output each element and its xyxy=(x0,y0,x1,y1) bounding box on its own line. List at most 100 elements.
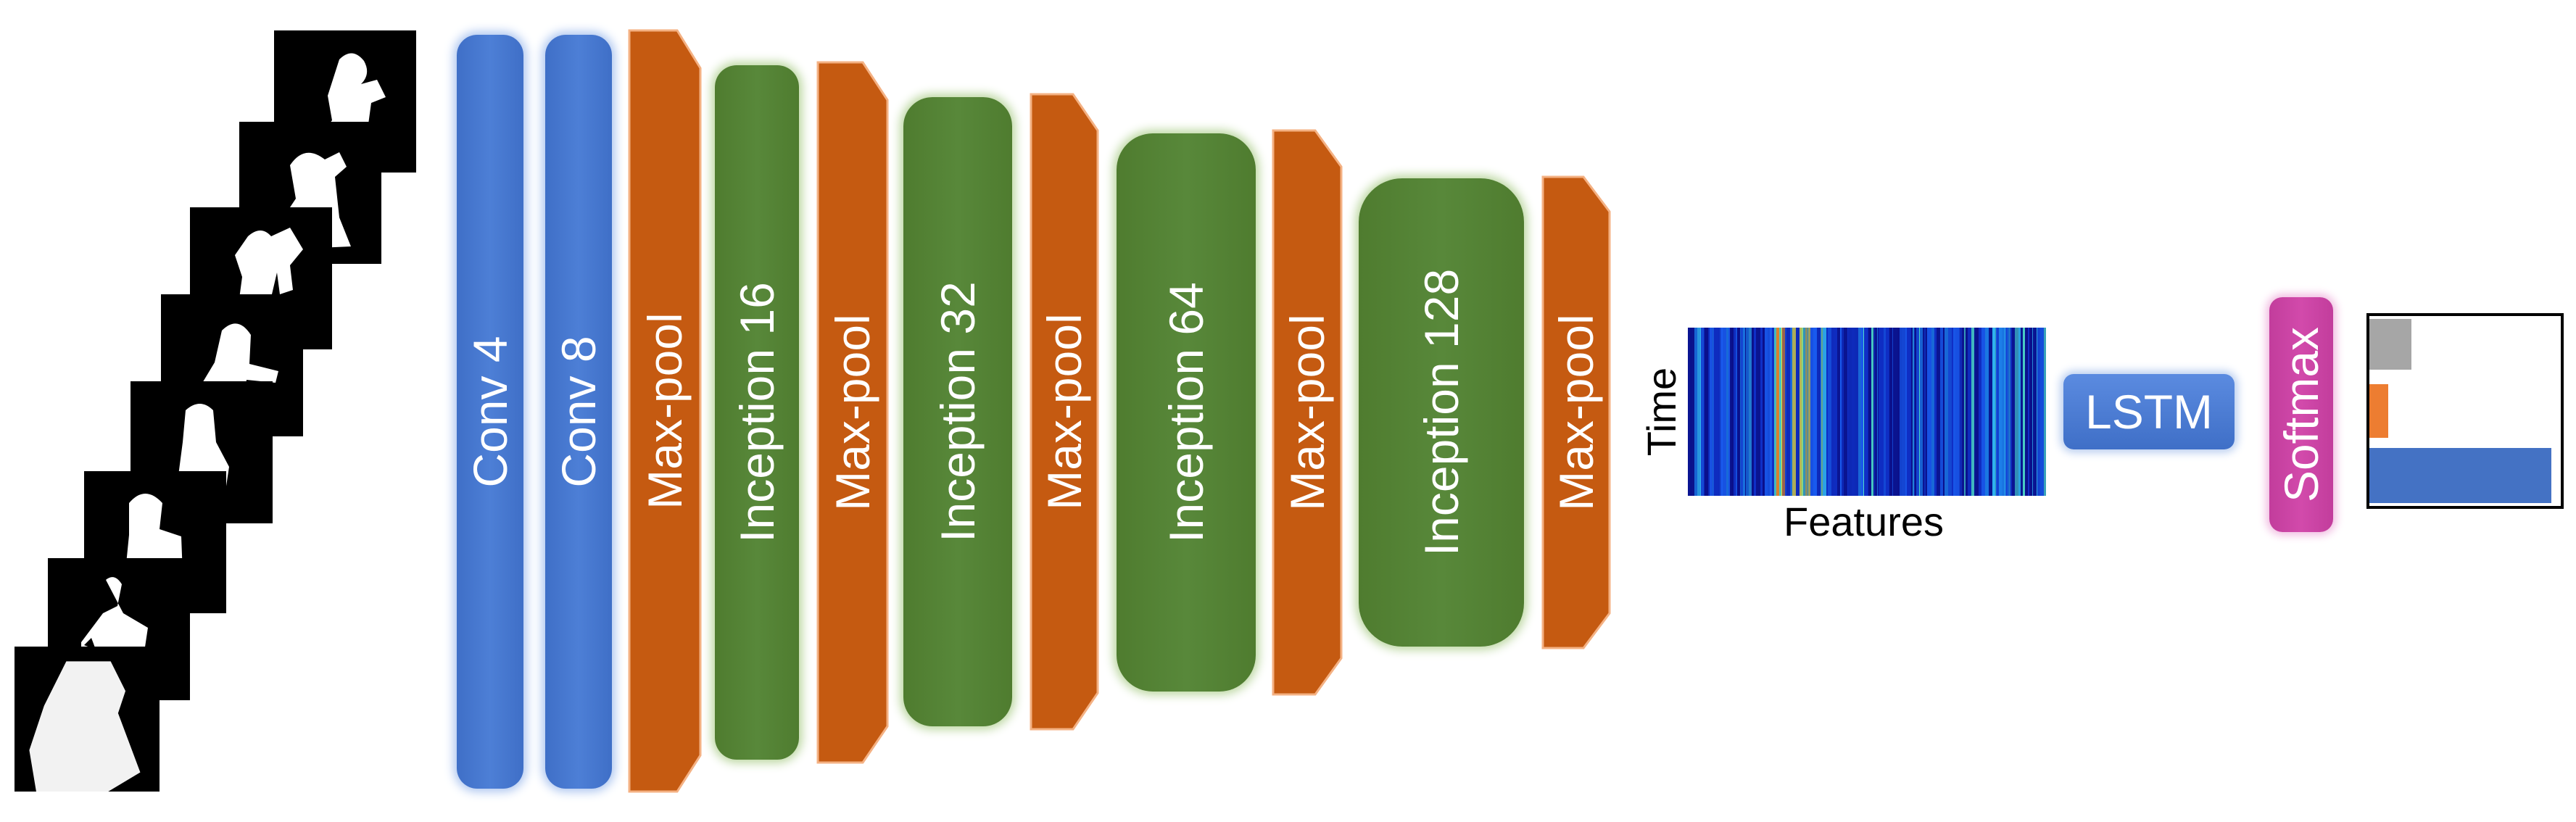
maxpool-layer-3-label: Max-pool xyxy=(1038,313,1091,510)
heatmap-stripe xyxy=(2021,328,2023,496)
heatmap-stripe xyxy=(1966,328,1968,496)
inception-layer-64: Inception 64 xyxy=(1117,133,1256,692)
heatmap-stripe xyxy=(1701,328,1702,496)
heatmap-stripe xyxy=(1730,328,1731,496)
heatmap-stripe xyxy=(1702,328,1704,496)
heatmap-stripe xyxy=(1741,328,1743,496)
maxpool-layer-1: Max-pool xyxy=(628,29,702,793)
heatmap-stripe xyxy=(1861,328,1863,496)
heatmap-stripe xyxy=(1955,328,1959,496)
heatmap-stripe xyxy=(1902,328,1905,496)
heatmap-stripe xyxy=(1855,328,1858,496)
heatmap-stripe xyxy=(1810,328,1813,496)
heatmap-stripe xyxy=(1927,328,1928,496)
heatmap-stripe xyxy=(1923,328,1924,496)
heatmap-stripe xyxy=(2009,328,2010,496)
heatmap-stripe xyxy=(1785,328,1786,496)
heatmap-stripe xyxy=(1864,328,1868,496)
heatmap-stripe xyxy=(1768,328,1770,496)
heatmap-stripe xyxy=(1920,328,1923,496)
heatmap-stripe xyxy=(1712,328,1713,496)
heatmap-stripe xyxy=(1897,328,1900,496)
heatmap-stripe xyxy=(2005,328,2008,496)
heatmap-stripe xyxy=(1900,328,1902,496)
heatmap-stripe xyxy=(1774,328,1776,496)
output-probability-chart xyxy=(2366,313,2564,509)
heatmap-stripe xyxy=(1759,328,1760,496)
maxpool-shape xyxy=(1030,93,1099,731)
maxpool-layer-5: Max-pool xyxy=(1541,175,1611,649)
heatmap-stripe xyxy=(1694,328,1697,496)
heatmap-stripe xyxy=(1688,328,1690,496)
heatmap-stripe xyxy=(1863,328,1864,496)
heatmap-stripe xyxy=(1708,328,1710,496)
heatmap-stripe xyxy=(2032,328,2033,496)
depth-frame xyxy=(15,647,160,792)
heatmap-stripe xyxy=(1893,328,1894,496)
heatmap-stripe xyxy=(1907,328,1910,496)
feature-map-time-label: Time xyxy=(1639,367,1684,457)
output-bar xyxy=(2369,384,2388,438)
heatmap-stripe xyxy=(1828,328,1831,496)
heatmap-stripe xyxy=(2008,328,2009,496)
heatmap-stripe xyxy=(1979,328,1981,496)
heatmap-stripe xyxy=(1807,328,1808,496)
heatmap-stripe xyxy=(1736,328,1737,496)
heatmap-stripe xyxy=(1731,328,1734,496)
heatmap-stripe xyxy=(1868,328,1871,496)
heatmap-stripe xyxy=(1874,328,1875,496)
maxpool-layer-1-label: Max-pool xyxy=(638,312,692,510)
heatmap-stripe xyxy=(1877,328,1878,496)
heatmap-stripe xyxy=(1781,328,1782,496)
heatmap-stripe xyxy=(2015,328,2018,496)
heatmap-stripe xyxy=(1796,328,1800,496)
heatmap-stripe xyxy=(1913,328,1914,496)
heatmap-stripe xyxy=(1844,328,1847,496)
heatmap-stripe xyxy=(1915,328,1916,496)
heatmap-stripe xyxy=(1837,328,1840,496)
heatmap-stripe xyxy=(1790,328,1791,496)
heatmap-stripe xyxy=(1911,328,1913,496)
heatmap-stripe xyxy=(1817,328,1821,496)
maxpool-shape xyxy=(628,29,702,793)
heatmap-stripe xyxy=(1985,328,1989,496)
inception-layer-16: Inception 16 xyxy=(715,65,799,760)
heatmap-stripe xyxy=(1937,328,1940,496)
heatmap-stripe xyxy=(1749,328,1752,496)
heatmap-stripe xyxy=(1720,328,1721,496)
heatmap-stripe xyxy=(1823,328,1826,496)
heatmap-stripe xyxy=(1976,328,1979,496)
heatmap-stripe xyxy=(1713,328,1714,496)
heatmap-stripe xyxy=(1997,328,1999,496)
feature-map xyxy=(1688,328,2046,496)
heatmap-stripe xyxy=(1964,328,1966,496)
heatmap-stripe xyxy=(1821,328,1823,496)
heatmap-stripe xyxy=(2010,328,2012,496)
conv-layer-2: Conv 8 xyxy=(545,35,612,789)
heatmap-stripe xyxy=(1808,328,1810,496)
heatmap-stripe xyxy=(1813,328,1817,496)
inception-layer-64-label: Inception 64 xyxy=(1159,282,1213,543)
heatmap-stripe xyxy=(1690,328,1692,496)
inception-layer-32-label: Inception 32 xyxy=(931,281,985,542)
heatmap-stripe xyxy=(1779,328,1781,496)
heatmap-stripe xyxy=(1746,328,1749,496)
heatmap-stripe xyxy=(1875,328,1877,496)
output-bar xyxy=(2369,319,2411,370)
feature-map-features-label: Features xyxy=(1784,499,1944,544)
lstm-label: LSTM xyxy=(2084,385,2213,439)
heatmap-stripe xyxy=(1948,328,1952,496)
maxpool-shape xyxy=(816,61,889,764)
heatmap-stripe xyxy=(1705,328,1707,496)
heatmap-stripe xyxy=(1770,328,1772,496)
heatmap-stripe xyxy=(1786,328,1790,496)
maxpool-layer-5-label: Max-pool xyxy=(1549,314,1603,511)
heatmap-stripe xyxy=(1934,328,1937,496)
heatmap-stripe xyxy=(2044,328,2046,496)
heatmap-stripe xyxy=(1914,328,1915,496)
heatmap-stripe xyxy=(1968,328,1971,496)
heatmap-stripe xyxy=(1721,328,1723,496)
heatmap-stripe xyxy=(1734,328,1736,496)
heatmap-stripe xyxy=(1996,328,1997,496)
heatmap-stripe xyxy=(1802,328,1803,496)
